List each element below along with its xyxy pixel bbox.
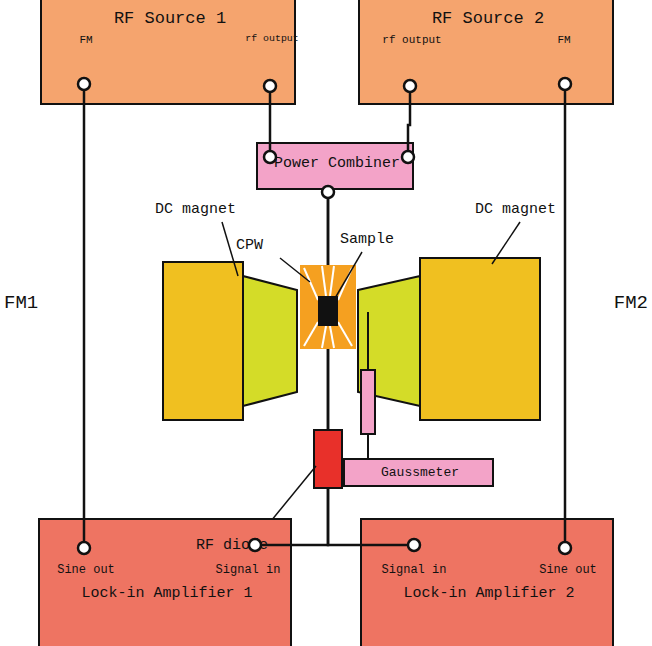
cable <box>269 105 272 142</box>
part-label: Sample <box>340 232 394 249</box>
instrument-box: Power Combiner <box>256 142 414 190</box>
port-label: FM <box>79 34 92 46</box>
instrument-box: RF Source 1 FM rf output <box>40 0 296 105</box>
magnet-yoke <box>163 262 243 420</box>
part-label: DC magnet <box>155 202 236 219</box>
instrument-box: RF Source 2 rf output FM <box>358 0 614 105</box>
instrument-box: Gaussmeter <box>343 458 494 487</box>
port-label: Sine out <box>57 564 115 577</box>
port-label: FM <box>557 34 570 46</box>
box-title: Lock-in Amplifier 2 <box>403 586 574 603</box>
port-label: Sine out <box>539 564 597 577</box>
box-title: Gaussmeter <box>381 466 459 480</box>
port-label: rf output <box>245 34 298 45</box>
box-title: RF Source 1 <box>114 10 226 29</box>
leader-lines <box>222 222 520 532</box>
box-title: Lock-in Amplifier 1 <box>81 586 252 603</box>
port-label: Signal in <box>216 564 281 577</box>
hall-probe <box>361 370 375 434</box>
part-label: RF diode <box>196 538 268 555</box>
cable <box>408 105 410 142</box>
signal-label: FM2 <box>612 292 650 315</box>
sample <box>318 296 338 326</box>
port-label: Signal in <box>382 564 447 577</box>
instrument-box: Signal in Sine outLock-in Amplifier 2 <box>360 518 614 646</box>
rf-diode <box>314 430 342 488</box>
cable <box>83 105 86 518</box>
port-stub <box>327 190 330 192</box>
magnet-yoke <box>420 258 540 420</box>
cpw-traces <box>304 266 352 348</box>
box-title: RF Source 2 <box>432 10 544 29</box>
pole-piece <box>243 276 297 406</box>
part-label: DC magnet <box>475 202 556 219</box>
part-label: CPW <box>236 238 263 255</box>
signal-label: FM1 <box>2 292 40 315</box>
box-title: Power Combiner <box>274 156 400 173</box>
cable <box>564 105 567 518</box>
port-label: rf output <box>382 34 441 46</box>
